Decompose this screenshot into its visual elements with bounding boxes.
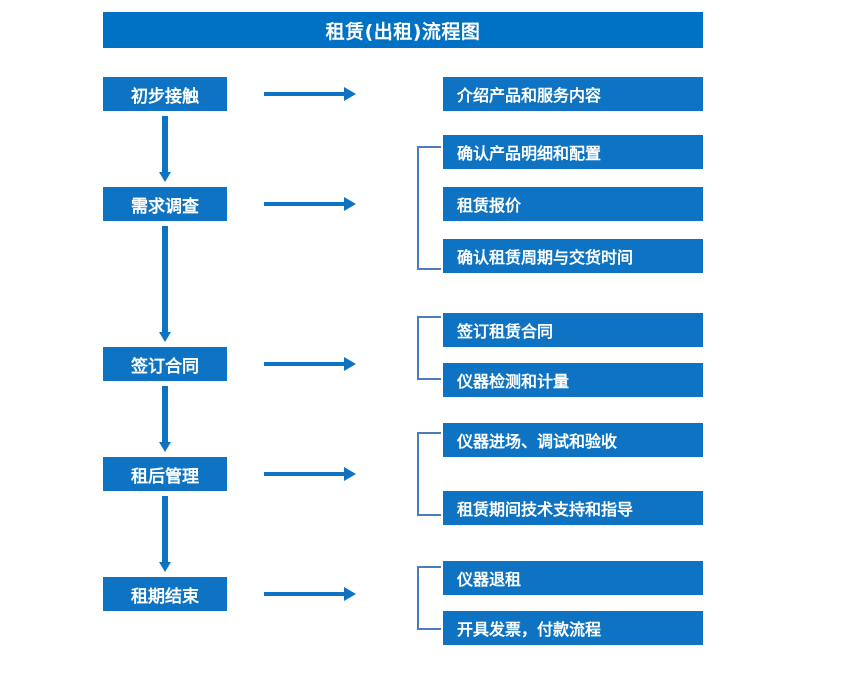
arrow-shaft (162, 116, 168, 172)
horizontal-arrow-post-rent-manage (264, 467, 356, 481)
stage-box-sign-contract[interactable]: 签订合同 (103, 347, 227, 381)
stage-box-post-rent-manage[interactable]: 租后管理 (103, 457, 227, 491)
detail-box-rental-quote[interactable]: 租赁报价 (443, 187, 703, 221)
detail-box-rental-tech-support[interactable]: 租赁期间技术支持和指导 (443, 491, 703, 525)
arrow-head (344, 467, 356, 481)
horizontal-arrow-initial-contact (264, 87, 356, 101)
arrow-shaft (264, 92, 344, 96)
arrow-head (159, 562, 171, 572)
arrow-head (159, 172, 171, 182)
detail-box-instrument-entry-debug[interactable]: 仪器进场、调试和验收 (443, 423, 703, 457)
arrow-head (344, 357, 356, 371)
vertical-arrow-demand-to-contract (159, 226, 171, 342)
arrow-shaft (162, 226, 168, 332)
detail-box-confirm-product-spec[interactable]: 确认产品明细和配置 (443, 135, 703, 169)
horizontal-arrow-demand-survey (264, 197, 356, 211)
arrow-shaft (264, 592, 344, 596)
detail-box-invoice-payment-process[interactable]: 开具发票，付款流程 (443, 611, 703, 645)
group-bracket-lease-end (417, 566, 441, 630)
stage-box-demand-survey[interactable]: 需求调查 (103, 187, 227, 221)
horizontal-arrow-sign-contract (264, 357, 356, 371)
detail-box-instrument-return[interactable]: 仪器退租 (443, 561, 703, 595)
detail-box-instrument-test-measure[interactable]: 仪器检测和计量 (443, 363, 703, 397)
group-bracket-sign-contract (417, 316, 441, 380)
arrow-head (344, 587, 356, 601)
vertical-arrow-contract-to-postrent (159, 386, 171, 452)
arrow-shaft (264, 202, 344, 206)
stage-box-lease-end[interactable]: 租期结束 (103, 577, 227, 611)
arrow-shaft (264, 472, 344, 476)
group-bracket-post-rent-manage (417, 432, 441, 516)
arrow-head (344, 197, 356, 211)
arrow-shaft (162, 496, 168, 562)
detail-box-intro-products-services[interactable]: 介绍产品和服务内容 (443, 77, 703, 111)
detail-box-confirm-cycle-delivery[interactable]: 确认租赁周期与交货时间 (443, 239, 703, 273)
flowchart-title: 租赁(出租)流程图 (103, 12, 703, 48)
vertical-arrow-initial-to-demand (159, 116, 171, 182)
arrow-shaft (162, 386, 168, 442)
detail-box-sign-rental-contract[interactable]: 签订租赁合同 (443, 313, 703, 347)
arrow-head (159, 332, 171, 342)
group-bracket-demand-survey (417, 146, 441, 270)
arrow-head (344, 87, 356, 101)
stage-box-initial-contact[interactable]: 初步接触 (103, 77, 227, 111)
horizontal-arrow-lease-end (264, 587, 356, 601)
arrow-shaft (264, 362, 344, 366)
vertical-arrow-postrent-to-leaseend (159, 496, 171, 572)
arrow-head (159, 442, 171, 452)
